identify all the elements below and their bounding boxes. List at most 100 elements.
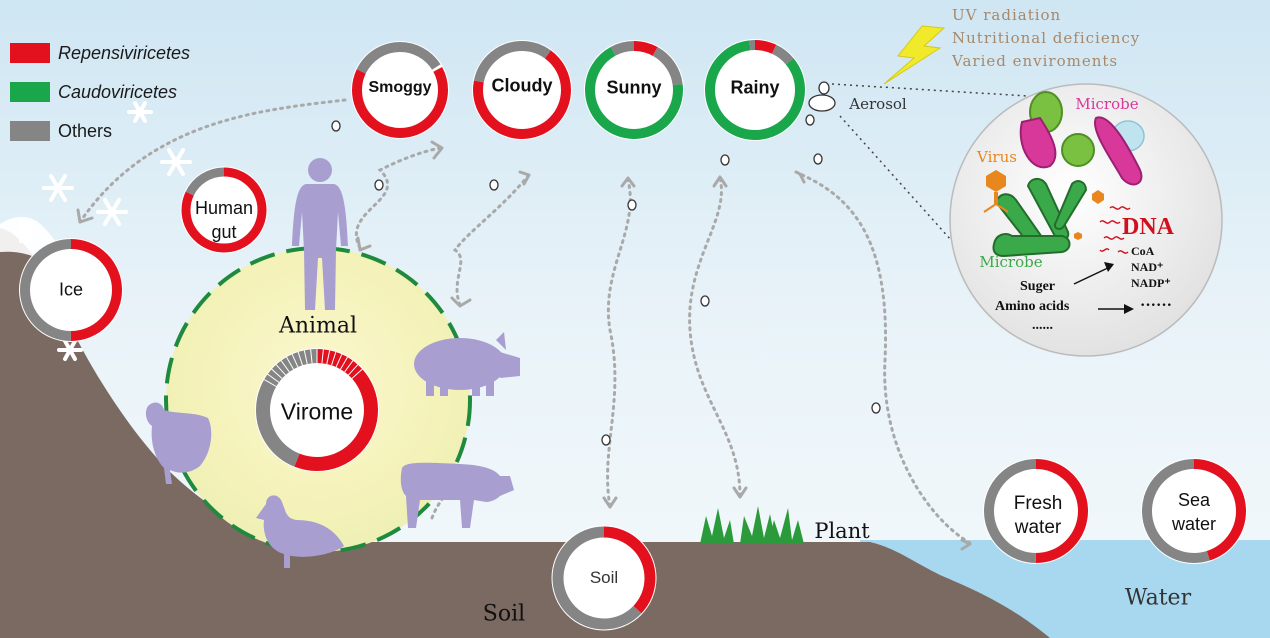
ring-virome-hatch <box>335 354 343 368</box>
ring-virome-hatch <box>271 368 283 379</box>
legend-item-repensiviricetes: Repensiviricetes <box>10 38 190 68</box>
ring-soil-backing <box>551 525 657 631</box>
ring-virome-backing <box>255 348 379 472</box>
label-virome: Virome <box>280 398 354 425</box>
label-suger: Suger <box>1020 279 1055 294</box>
lightning-icon <box>883 25 946 85</box>
aerosol-bubbles <box>331 81 881 446</box>
legend-swatch <box>10 82 50 102</box>
label-ice: Ice <box>58 279 84 300</box>
ring-smoggy-segment <box>352 42 448 138</box>
ring-virome-hatch <box>310 349 313 364</box>
label-microbe-top: Microbe <box>1075 95 1139 113</box>
label-microbe-bottom: Microbe <box>979 253 1043 271</box>
transport-arrows <box>78 98 972 545</box>
suger-arrow <box>1073 265 1113 285</box>
aerosol-connectors <box>831 83 1061 251</box>
ring-virome-hatch <box>267 373 280 383</box>
suger-arrowhead <box>1104 262 1114 272</box>
stress-factor: Nutritional deficiency <box>952 29 1141 47</box>
ring-sunny-segment <box>585 41 683 139</box>
ring-virome-hatch <box>263 379 277 387</box>
ring-virome-hatch <box>348 364 359 376</box>
chicken-icon <box>145 402 212 484</box>
arrow-heads <box>76 140 972 551</box>
ring-virome-hatch <box>351 368 363 379</box>
label-smoggy: Smoggy <box>368 79 432 96</box>
label-nadp: NADP⁺ <box>1131 276 1171 290</box>
virus-icon <box>983 170 1104 240</box>
label-human-gut-line: gut <box>211 222 237 242</box>
stress-factor: Varied enviroments <box>952 52 1119 70</box>
ring-virome-hatch <box>340 356 348 370</box>
ring-rainy-segment <box>705 40 805 140</box>
label-sea-water-line: water <box>1171 514 1217 534</box>
label-human-gut-line: Human <box>194 198 254 218</box>
ring-ice-backing <box>19 238 123 342</box>
legend-item-others: Others <box>10 116 190 146</box>
label-virus: Virus <box>977 148 1017 166</box>
label-fresh-water-line: Fresh <box>1013 493 1063 514</box>
snowflakes <box>13 101 192 361</box>
legend-label: Caudoviricetes <box>58 81 178 102</box>
duck-icon <box>256 495 344 568</box>
ring-cloudy-segment <box>473 41 571 139</box>
label-soil-ring: Soil <box>589 568 619 587</box>
ring-rainy-segment <box>705 40 805 140</box>
stress-factor: UV radiation <box>952 6 1062 24</box>
legend-swatch <box>10 121 50 141</box>
label-sea-water: Sea water <box>1172 488 1216 536</box>
ring-cloudy-segment <box>473 41 571 139</box>
label-human-gut: Human gut <box>195 196 253 244</box>
ring-virome-hatch <box>326 350 331 365</box>
ring-human-gut-segment <box>181 167 267 253</box>
ring-cloudy-backing <box>472 40 572 140</box>
ring-sea-water-backing <box>1141 458 1247 564</box>
label-soil-ground: Soil <box>482 601 526 627</box>
label-nad: NAD⁺ <box>1131 260 1164 274</box>
ring-virome-hatch <box>291 354 299 368</box>
legend-item-caudoviricetes: Caudoviricetes <box>10 77 190 107</box>
ring-virome-hatch <box>286 356 294 370</box>
label-fresh-water: Fresh water <box>1014 492 1063 540</box>
ring-sea-water-segment <box>1142 459 1246 563</box>
label-cloudy: Cloudy <box>491 75 553 96</box>
human-icon <box>292 158 348 310</box>
ring-fresh-water-segment <box>984 459 1088 563</box>
ring-smoggy-backing <box>351 41 449 139</box>
label-plant: Plant <box>814 519 870 543</box>
stress-factor-list: UV radiation Nutritional deficiency Vari… <box>952 4 1140 73</box>
label-dots-right: ······ <box>1140 297 1173 314</box>
ring-virome-hatch <box>280 360 290 373</box>
legend: Repensiviricetes Caudoviricetes Others <box>10 38 190 155</box>
legend-label: Repensiviricetes <box>58 42 191 63</box>
label-sunny: Sunny <box>606 77 662 98</box>
amino-arrowhead <box>1124 304 1134 314</box>
ring-sunny-segment <box>585 41 683 139</box>
label-dots-bottom: ...... <box>1032 318 1053 333</box>
label-water: Water <box>1124 585 1192 611</box>
label-fresh-water-line: water <box>1014 517 1062 538</box>
label-amino-acids: Amino acids <box>995 299 1070 314</box>
ring-sunny-backing <box>584 40 684 140</box>
ring-virome-hatch <box>321 349 324 364</box>
plant-icon <box>700 506 804 544</box>
ring-virome-hatch <box>344 360 354 373</box>
label-dna: DNA <box>1122 214 1174 240</box>
ring-virome-hatch <box>297 351 303 366</box>
label-coa: CoA <box>1131 244 1155 258</box>
ring-soil-segment <box>552 526 656 630</box>
ring-human-gut-backing <box>180 166 268 254</box>
cow-icon <box>400 462 514 528</box>
label-sea-water-line: Sea <box>1177 490 1211 510</box>
ring-virome-hatch <box>331 351 337 366</box>
legend-swatch <box>10 43 50 63</box>
ring-virome-hatch <box>303 350 308 365</box>
label-rainy: Rainy <box>730 77 780 98</box>
pig-icon <box>414 332 520 396</box>
ring-smoggy-segment <box>352 42 448 138</box>
ring-virome-hatch <box>275 364 286 376</box>
legend-label: Others <box>58 120 113 141</box>
